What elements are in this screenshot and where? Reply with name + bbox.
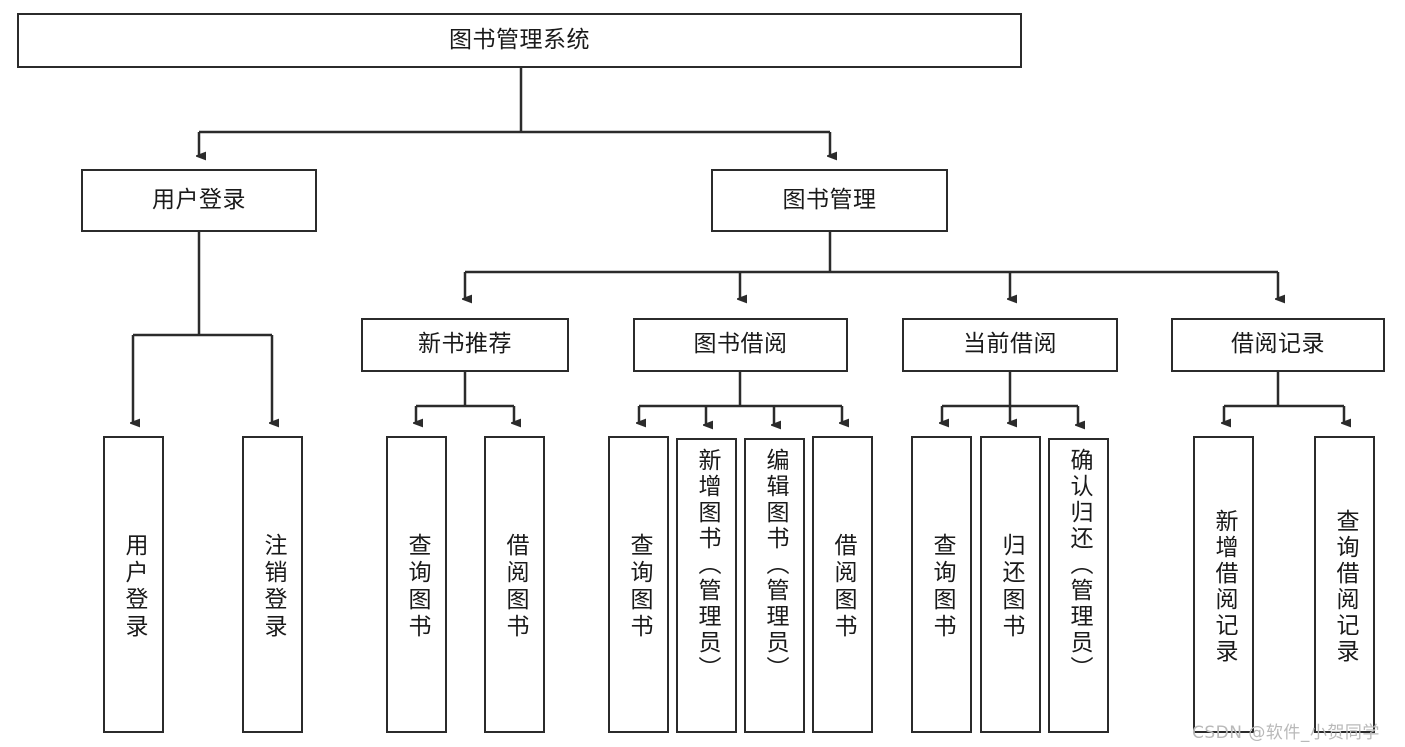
leaf-borrow-record-add-record[interactable]: 新增借阅记录 (1193, 436, 1254, 733)
node-label: 用户登录 (121, 532, 147, 641)
node-label: 新增图书（管理员） (694, 448, 720, 682)
leaf-user-login-login[interactable]: 用户登录 (103, 436, 164, 733)
node-label: 注销登录 (260, 532, 286, 641)
node-label: 借阅图书 (830, 532, 856, 641)
node-label: 图书管理系统 (449, 26, 590, 53)
leaf-borrow-record-query-record[interactable]: 查询借阅记录 (1314, 436, 1375, 733)
node-root-book-management-system[interactable]: 图书管理系统 (17, 13, 1022, 68)
node-user-login[interactable]: 用户登录 (81, 169, 317, 232)
leaf-book-borrow-query-book[interactable]: 查询图书 (608, 436, 669, 733)
node-label: 归还图书 (998, 532, 1024, 641)
node-label: 图书借阅 (693, 331, 788, 358)
node-label: 用户登录 (152, 186, 246, 213)
leaf-current-borrow-query-book[interactable]: 查询图书 (911, 436, 972, 733)
node-current-borrow[interactable]: 当前借阅 (902, 318, 1118, 372)
leaf-book-borrow-edit-book-admin[interactable]: 编辑图书（管理员） (744, 438, 805, 733)
node-label: 新增借阅记录 (1211, 508, 1237, 665)
leaf-book-borrow-borrow-book[interactable]: 借阅图书 (812, 436, 873, 733)
csdn-watermark: CSDN @软件_小贺同学 (1192, 723, 1380, 743)
node-label: 借阅图书 (502, 532, 528, 641)
node-label: 确认归还（管理员） (1066, 448, 1092, 682)
node-book-management[interactable]: 图书管理 (711, 169, 948, 232)
node-label: 借阅记录 (1231, 331, 1325, 358)
node-label: 新书推荐 (418, 331, 512, 358)
node-label: 查询图书 (404, 532, 430, 641)
leaf-new-book-borrow-book[interactable]: 借阅图书 (484, 436, 545, 733)
node-label: 查询图书 (929, 532, 955, 641)
leaf-current-borrow-confirm-return-admin[interactable]: 确认归还（管理员） (1048, 438, 1109, 733)
node-book-borrow[interactable]: 图书借阅 (633, 318, 848, 372)
node-label: 查询图书 (626, 532, 652, 641)
leaf-book-borrow-add-book-admin[interactable]: 新增图书（管理员） (676, 438, 737, 733)
node-label: 当前借阅 (963, 331, 1057, 358)
node-label: 查询借阅记录 (1332, 508, 1358, 665)
node-borrow-record[interactable]: 借阅记录 (1171, 318, 1385, 372)
leaf-current-borrow-return-book[interactable]: 归还图书 (980, 436, 1041, 733)
leaf-user-login-logout[interactable]: 注销登录 (242, 436, 303, 733)
node-new-book-recommend[interactable]: 新书推荐 (361, 318, 569, 372)
node-label: 图书管理 (782, 186, 877, 213)
leaf-new-book-query-book[interactable]: 查询图书 (386, 436, 447, 733)
node-label: 编辑图书（管理员） (762, 448, 788, 682)
